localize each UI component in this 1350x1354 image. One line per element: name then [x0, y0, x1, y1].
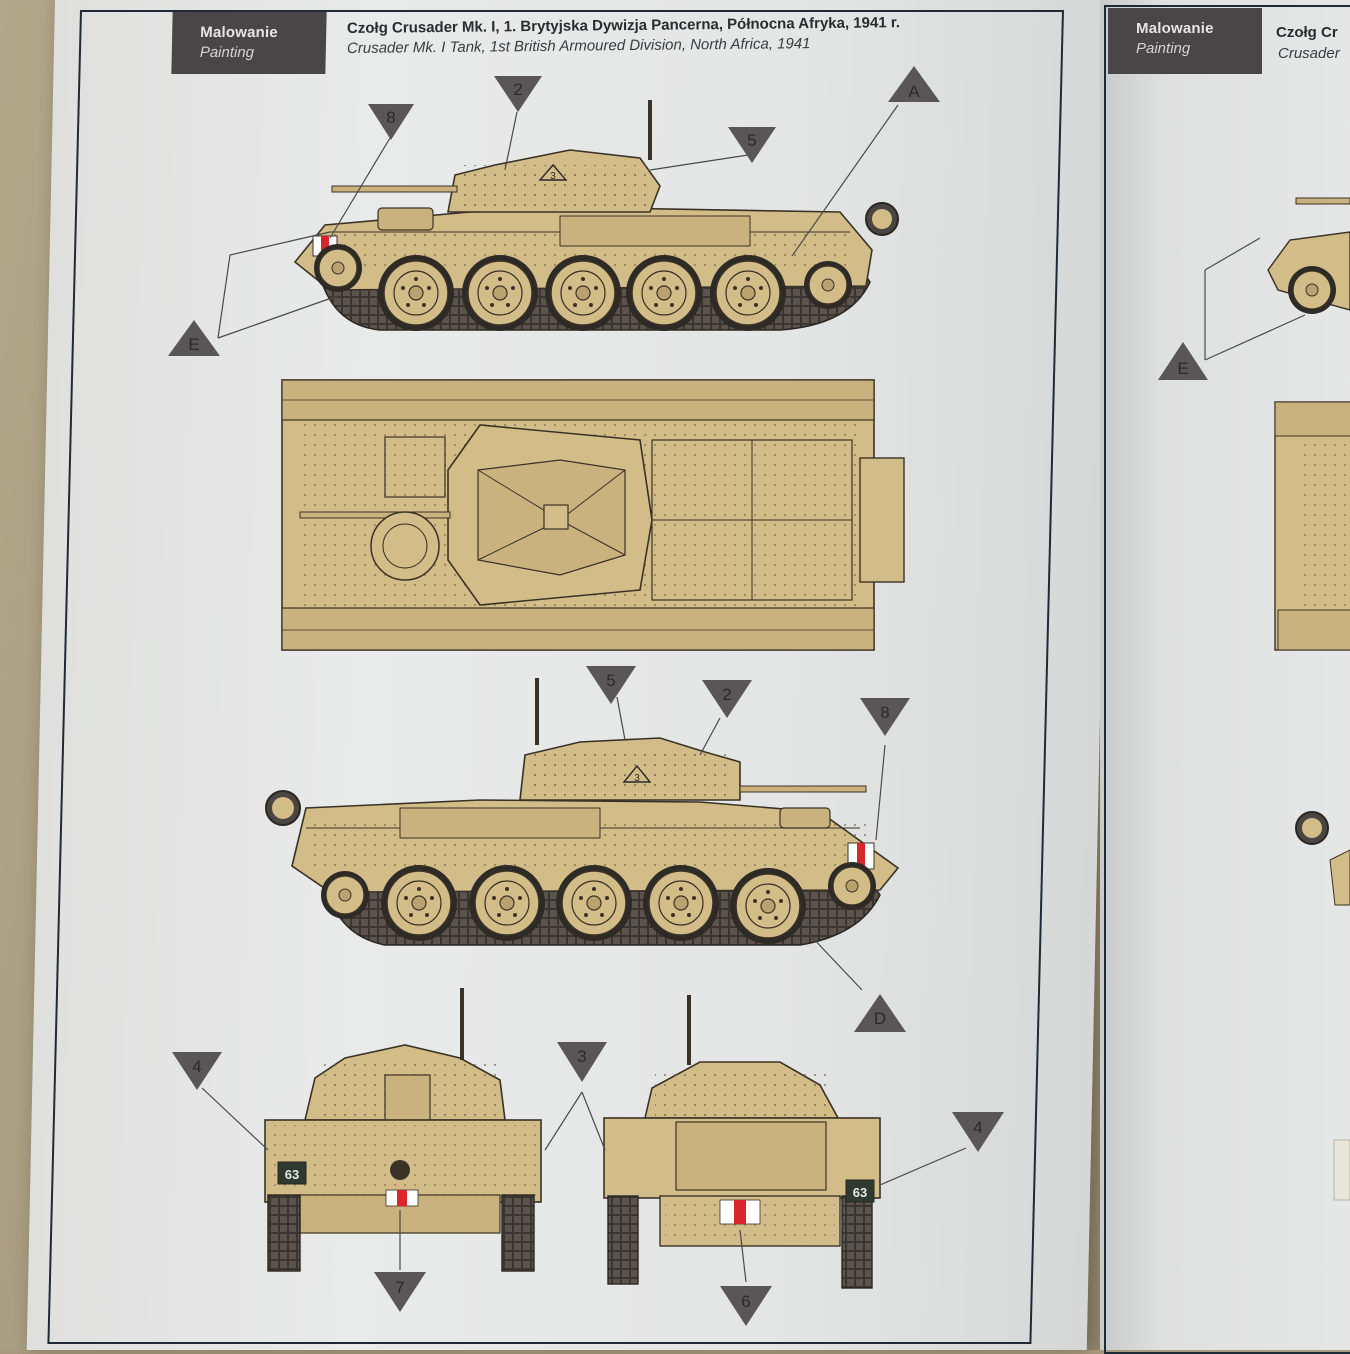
- svg-text:E: E: [188, 335, 199, 354]
- top-view: [281, 379, 905, 651]
- turret-number-marking: 3: [550, 171, 556, 182]
- svg-text:2: 2: [722, 685, 731, 704]
- svg-text:D: D: [874, 1009, 886, 1028]
- callout-5-middle: 5: [586, 666, 636, 704]
- side-view-left-facing: 3: [293, 100, 899, 332]
- svg-text:6: 6: [741, 1292, 750, 1311]
- front-view: 63: [264, 988, 542, 1272]
- header-label-en-right: Painting: [1136, 40, 1191, 57]
- callout-6: 6: [720, 1286, 772, 1326]
- leader-lines: [201, 104, 1306, 1283]
- callout-5-top: 5: [728, 127, 776, 163]
- callout-7: 7: [374, 1272, 426, 1312]
- svg-text:4: 4: [973, 1118, 982, 1137]
- side-view-right-facing: 3: [265, 678, 900, 946]
- svg-text:7: 7: [395, 1278, 404, 1297]
- svg-text:5: 5: [606, 671, 615, 690]
- callout-A: A: [888, 66, 940, 102]
- page-title-polish-right: Czołg Cr: [1276, 24, 1338, 41]
- svg-text:8: 8: [880, 703, 889, 722]
- callout-markers: 8 2 5 A E 5: [168, 66, 1208, 1326]
- right-sheet-partial-tanks: [1267, 197, 1350, 1201]
- callout-4-rear: 4: [952, 1112, 1004, 1152]
- painting-header-box-right: Malowanie Painting: [1108, 8, 1262, 74]
- header-label-pl-right: Malowanie: [1136, 20, 1214, 37]
- page-title-english-right: Crusader: [1278, 45, 1340, 62]
- callout-E-right-sheet: E: [1158, 342, 1208, 380]
- unit-number-rear: 63: [853, 1185, 867, 1200]
- svg-text:8: 8: [386, 108, 395, 127]
- callout-8-middle: 8: [860, 698, 910, 736]
- callout-8-top: 8: [368, 104, 414, 140]
- callout-3: 3: [557, 1042, 607, 1082]
- svg-text:E: E: [1177, 359, 1188, 378]
- svg-text:5: 5: [747, 131, 756, 150]
- rear-view: 63: [603, 995, 881, 1289]
- svg-text:A: A: [908, 82, 920, 101]
- callout-2-middle: 2: [702, 680, 752, 718]
- svg-text:3: 3: [577, 1047, 586, 1066]
- callout-D: D: [854, 994, 906, 1032]
- callout-2-top: 2: [494, 76, 542, 112]
- unit-number-front: 63: [285, 1167, 299, 1182]
- callout-4-front: 4: [172, 1052, 222, 1090]
- svg-text:2: 2: [513, 80, 522, 99]
- svg-text:4: 4: [192, 1057, 201, 1076]
- callout-E: E: [168, 320, 220, 356]
- turret-number-marking-2: 3: [634, 773, 640, 784]
- right-instruction-sheet: [1100, 0, 1350, 1350]
